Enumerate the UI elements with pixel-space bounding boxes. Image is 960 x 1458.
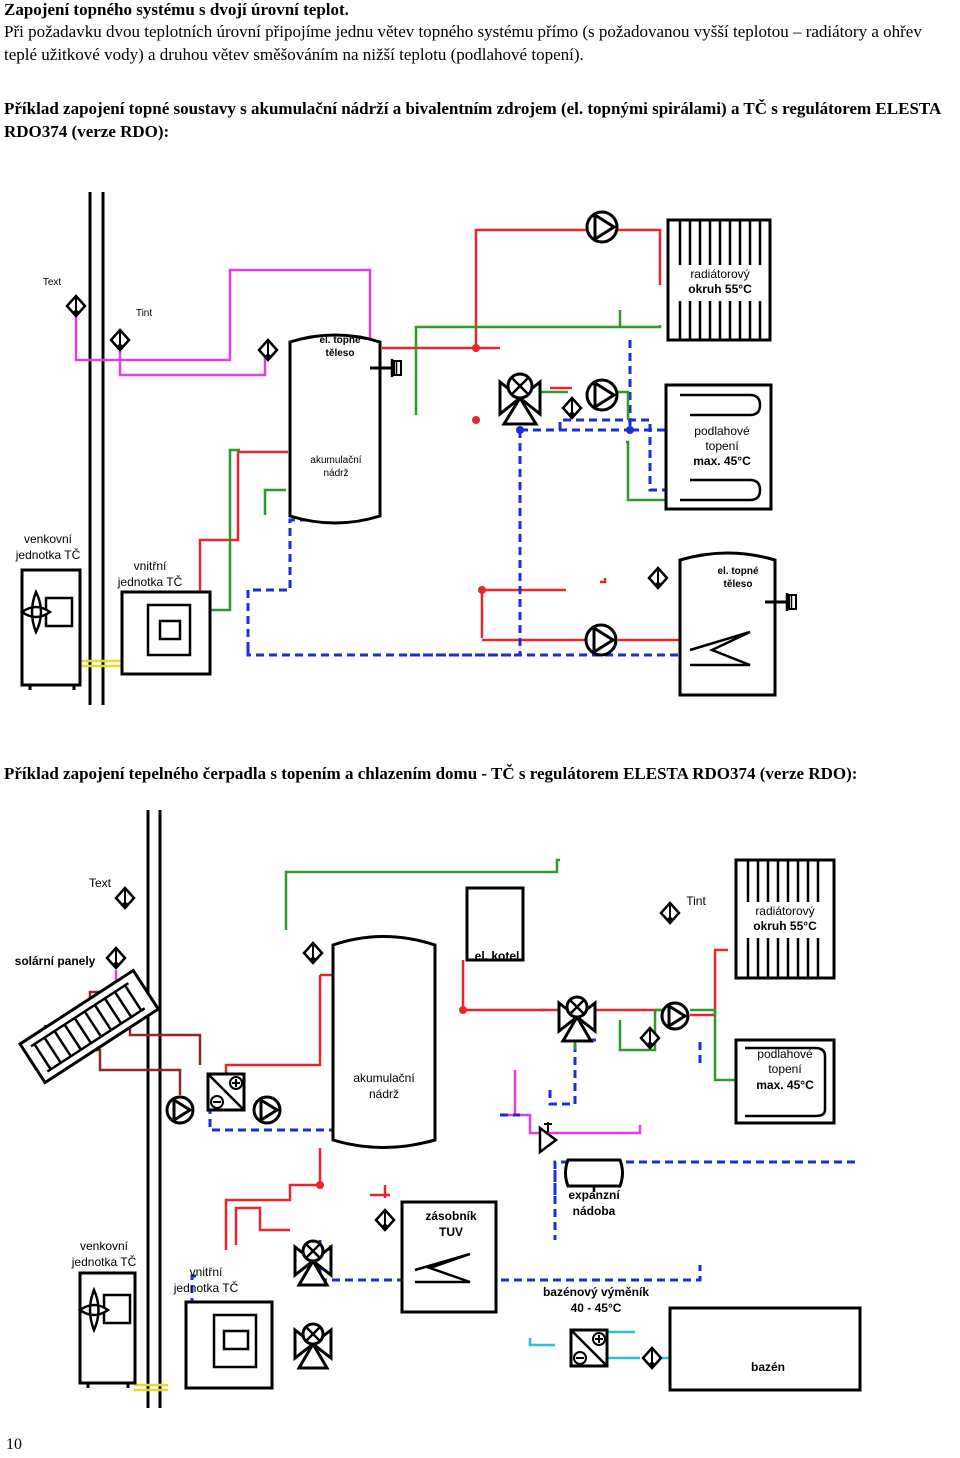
outdoor-unit-label-1: venkovní	[24, 532, 73, 546]
floor-label-3: max. 45°C	[756, 1078, 814, 1092]
accumulation-tank: akumulační nádrž	[331, 935, 437, 1149]
indoor-unit-label-1: vnitřní	[190, 1265, 223, 1279]
solar-heat-exchanger-icon	[206, 1072, 246, 1112]
building-wall	[146, 810, 162, 1408]
pool-hx-label-2: 40 - 45°C	[571, 1301, 622, 1315]
dhw-sensor-icon	[374, 1208, 396, 1232]
indoor-unit: vnitřní jednotka TČ	[117, 559, 212, 676]
electric-boiler: el. kotel	[465, 886, 525, 963]
dhw-heater-label-2: těleso	[724, 579, 753, 590]
floor-label-1: podlahové	[757, 1047, 813, 1061]
outdoor-sensor-label: Text	[89, 876, 112, 890]
radiator-label-1: radiátorový	[690, 267, 749, 281]
dhw-label-1: zásobník	[425, 1209, 477, 1223]
outdoor-unit-label-2: jednotka TČ	[71, 1254, 137, 1269]
power-wiring	[134, 1383, 168, 1392]
indoor-sensor-label: Tint	[136, 308, 153, 319]
tank-sensor-icon	[302, 941, 324, 965]
indoor-unit-label-1: vnitřní	[134, 559, 167, 573]
dhw-label-2: TUV	[439, 1225, 463, 1239]
tank-label-1: akumulační	[353, 1071, 415, 1085]
floor-heating-circuit: podlahové topení max. 45°C	[734, 1038, 836, 1125]
indoor-sensor-icon	[109, 328, 131, 352]
solar-pump-right-icon	[252, 1095, 282, 1125]
circuit-pump-icon	[660, 1001, 690, 1031]
indoor-unit-label-2: jednotka TČ	[117, 574, 183, 589]
tank-heater-label-1: el. topné	[319, 335, 361, 346]
tank-sensor-icon	[257, 338, 279, 362]
floor-sensor-icon	[639, 1026, 661, 1050]
power-wiring	[78, 659, 125, 668]
floor-heating-circuit: podlahové topení max. 45°C	[664, 383, 773, 511]
mixed-circuit-lines	[206, 310, 668, 655]
indoor-sensor-label: Tint	[686, 894, 706, 908]
outdoor-sensor-label: Text	[43, 277, 62, 288]
floor-label-2: topení	[705, 439, 739, 453]
page-heading: Zapojení topného systému s dvojí úrovní …	[4, 0, 349, 19]
tank-label-2: nádrž	[323, 468, 348, 479]
outdoor-unit-label-1: venkovní	[80, 1239, 129, 1253]
radiator-label-1: radiátorový	[755, 904, 814, 918]
pool: bazén	[668, 1306, 862, 1392]
dhw-heater-label-1: el. topné	[717, 566, 759, 577]
dhw-pump-icon	[584, 623, 618, 657]
intro-paragraph: Při požadavku dvou teplotních úrovní při…	[4, 22, 922, 64]
switch-valve-top-icon	[293, 1239, 333, 1287]
safety-valve-icon	[538, 1122, 559, 1155]
hot-supply-lines	[224, 948, 728, 1250]
pool-heat-exchanger-icon	[569, 1328, 609, 1368]
solar-label: solární panely	[15, 954, 96, 968]
solar-panel	[17, 968, 161, 1085]
outdoor-unit-label-2: jednotka TČ	[15, 547, 81, 562]
pool-sensor-icon	[641, 1346, 663, 1370]
tank-label-2: nádrž	[369, 1087, 399, 1101]
outdoor-sensor-icon	[65, 294, 87, 318]
floor-sensor-icon	[561, 396, 583, 420]
switch-valve-bottom-icon	[293, 1322, 333, 1370]
diagram-2: solární panely akumulační nádrž el. kote…	[15, 810, 862, 1408]
indoor-sensor-icon	[659, 901, 681, 925]
pool-label: bazén	[751, 1360, 785, 1374]
expansion-vessel: expanzní nádoba	[564, 1158, 624, 1218]
tank-label-1: akumulační	[310, 455, 361, 466]
floor-label-1: podlahové	[694, 424, 750, 438]
outdoor-unit: venkovní jednotka TČ	[71, 1239, 137, 1388]
hot-supply-lines	[198, 228, 680, 642]
solar-pump-left-icon	[165, 1095, 195, 1125]
page-number: 10	[6, 1436, 22, 1453]
outdoor-sensor-icon	[114, 886, 136, 910]
dhw-sensor-icon	[647, 566, 669, 590]
mixing-valve-icon	[498, 372, 542, 426]
expansion-label-1: expanzní	[568, 1188, 620, 1202]
solar-sensor-icon	[105, 946, 127, 970]
dhw-tank: el. topné těleso	[678, 551, 777, 697]
tank-heater-label-2: těleso	[326, 348, 355, 359]
indoor-unit: vnitřní jednotka TČ	[173, 1265, 274, 1390]
floor-pump-icon	[585, 378, 619, 412]
expansion-label-2: nádoba	[573, 1204, 616, 1218]
radiator-label-2: okruh 55°C	[753, 919, 817, 933]
radiator-label-2: okruh 55°C	[688, 282, 752, 296]
diagram1-caption: Příklad zapojení topné soustavy s akumul…	[4, 99, 941, 141]
building-wall	[88, 192, 105, 705]
radiator-circuit: radiátorový okruh 55°C	[734, 858, 836, 980]
boiler-label: el. kotel	[475, 949, 520, 963]
floor-label-2: topení	[768, 1062, 802, 1076]
outdoor-unit: venkovní jednotka TČ	[15, 532, 82, 690]
radiator-pump-icon	[585, 210, 619, 244]
dhw-tank: zásobník TUV	[400, 1200, 498, 1314]
pool-hx-label-1: bazénový výměník	[543, 1285, 649, 1299]
diagram2-caption: Příklad zapojení tepelného čerpadla s to…	[4, 764, 858, 783]
floor-label-3: max. 45°C	[693, 454, 751, 468]
indoor-unit-label-2: jednotka TČ	[173, 1280, 239, 1295]
mixing-valve-icon	[557, 995, 597, 1043]
diagram-1: akumulační nádrž radiátorový okruh 55°C …	[15, 192, 798, 705]
accumulation-tank: akumulační nádrž	[288, 333, 382, 525]
radiator-circuit: radiátorový okruh 55°C	[666, 218, 772, 342]
